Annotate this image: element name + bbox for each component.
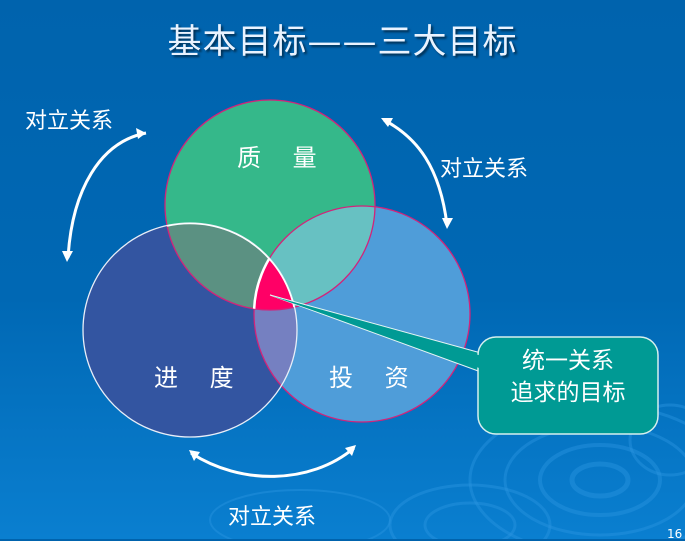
arrow-bottom <box>190 446 355 478</box>
slide-title: 基本目标——三大目标 <box>167 22 518 62</box>
callout-text: 统一关系 追求的目标 <box>478 345 658 409</box>
overlap-quality-schedule <box>165 223 297 310</box>
arrowhead-bottom-start <box>189 450 200 461</box>
callout-line-1: 统一关系 <box>522 348 614 374</box>
circle-quality-outline <box>164 99 376 311</box>
arrow-top-right <box>383 118 449 226</box>
callout-box <box>477 336 659 435</box>
relation-label-bottom: 对立关系 <box>228 505 317 530</box>
circle-label-quality: 质 量 <box>237 144 329 172</box>
arrowhead-top-left-start <box>62 251 73 262</box>
arrow-top-left <box>66 131 147 259</box>
page-number: 16 <box>667 527 683 541</box>
arrowhead-bottom-end <box>345 445 356 456</box>
relation-label-top-right: 对立关系 <box>440 157 529 182</box>
callout-line-2: 追求的目标 <box>510 380 626 406</box>
circle-label-investment: 投 资 <box>329 364 421 392</box>
relation-label-top-left: 对立关系 <box>25 109 114 134</box>
circle-investment-outline <box>253 205 471 423</box>
overlap-quality-investment <box>254 206 375 310</box>
arrowhead-top-right-start <box>381 118 393 127</box>
circle-label-schedule: 进 度 <box>154 364 246 392</box>
arrowhead-top-right-end <box>442 218 453 229</box>
arrowhead-top-left-end <box>136 128 146 139</box>
